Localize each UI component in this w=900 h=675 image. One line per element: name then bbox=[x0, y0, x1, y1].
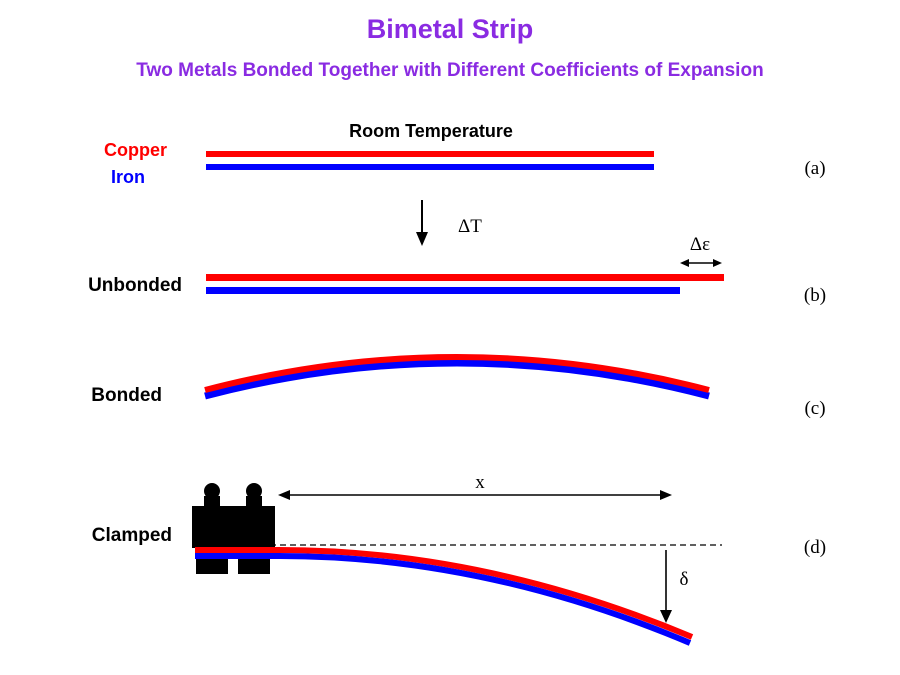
panel-a-tag: (a) bbox=[804, 158, 825, 179]
panel-b-tag: (b) bbox=[804, 285, 826, 306]
panel-d-tag: (d) bbox=[804, 537, 826, 558]
copper-strip-d bbox=[195, 546, 694, 640]
room-temperature-label: Room Temperature bbox=[349, 121, 513, 141]
iron-strip-b bbox=[206, 287, 680, 294]
iron-label: Iron bbox=[111, 167, 145, 187]
iron-strip-c bbox=[204, 359, 710, 400]
x-span-arrow-icon bbox=[278, 490, 672, 500]
double-arrow-icon bbox=[680, 259, 722, 267]
delta-epsilon-label: Δε bbox=[690, 234, 710, 255]
deflection-arrow-icon bbox=[660, 550, 672, 623]
copper-strip-c bbox=[204, 354, 710, 393]
diagram-title: Bimetal Strip bbox=[366, 14, 534, 44]
copper-strip-b bbox=[206, 274, 724, 281]
diagram-subtitle: Two Metals Bonded Together with Differen… bbox=[136, 60, 764, 81]
clamped-label: Clamped bbox=[92, 525, 172, 546]
x-label: x bbox=[475, 472, 485, 493]
unbonded-label: Unbonded bbox=[88, 275, 182, 296]
iron-strip-d bbox=[195, 552, 692, 646]
bonded-label: Bonded bbox=[91, 385, 162, 406]
copper-strip-a bbox=[206, 151, 654, 157]
delta-label: δ bbox=[680, 569, 689, 590]
iron-strip-a bbox=[206, 164, 654, 170]
clamp-icon bbox=[192, 483, 275, 574]
delta-t-label: ΔT bbox=[458, 216, 482, 237]
copper-label: Copper bbox=[104, 140, 167, 160]
down-arrow-icon bbox=[416, 200, 428, 246]
panel-c-tag: (c) bbox=[804, 398, 825, 419]
